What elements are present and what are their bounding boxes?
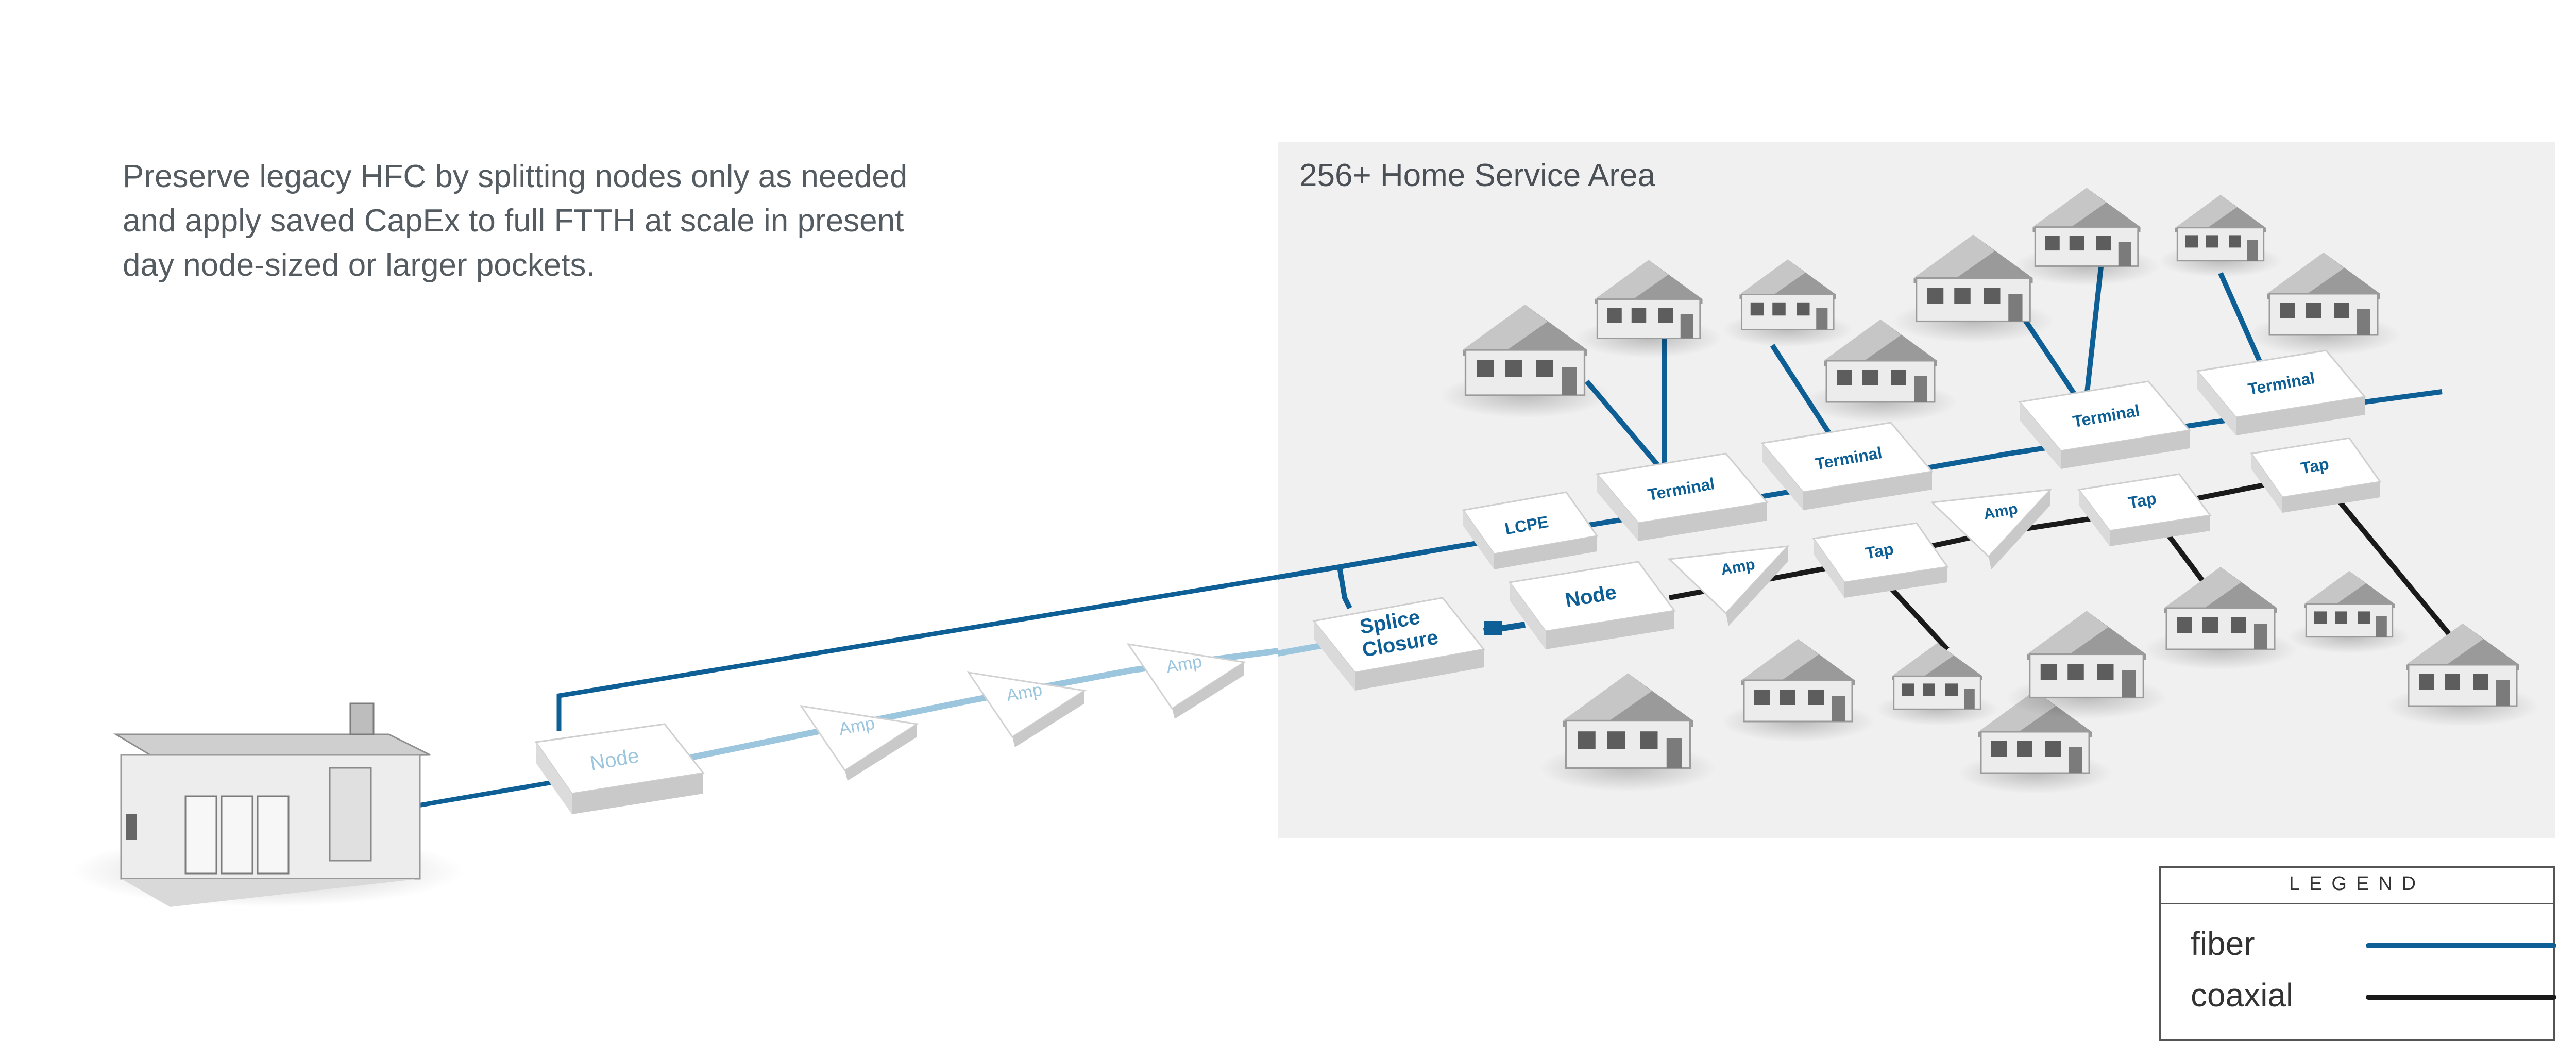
terminal-4[interactable]: Terminal xyxy=(2196,349,2366,435)
diagram-caption: Preserve legacy HFC by splitting nodes o… xyxy=(123,155,998,288)
coax-drop-a xyxy=(1884,580,1950,651)
house-icon xyxy=(2142,566,2299,671)
terminal-3[interactable]: Terminal xyxy=(2018,380,2191,469)
legend-item-coaxial: coaxial xyxy=(2191,976,2556,1017)
legend-title: LEGEND xyxy=(2289,873,2426,895)
amp-inside-1[interactable]: Amp xyxy=(1667,545,1790,626)
house-icon xyxy=(1720,638,1876,743)
house-icon xyxy=(1721,259,1854,348)
house-icon xyxy=(1439,304,1611,419)
amp-outside-3[interactable]: Amp xyxy=(1126,643,1247,719)
house-icon xyxy=(1574,259,1723,359)
amp-outside-1[interactable]: Amp xyxy=(799,704,920,781)
tap-1[interactable]: Tap xyxy=(1812,522,1949,598)
legend-item-fiber: fiber xyxy=(2191,925,2556,966)
amp-inside-2[interactable]: Amp xyxy=(1930,489,2053,569)
tap-3[interactable]: Tap xyxy=(2250,437,2382,513)
house-icon xyxy=(2012,187,2161,287)
terminal-1[interactable]: Terminal xyxy=(1596,452,1769,541)
splice-closure[interactable]: Splice Closure xyxy=(1312,597,1485,691)
node-inside[interactable]: Node xyxy=(1508,561,1676,649)
house-icon xyxy=(2004,610,2169,720)
house-icon xyxy=(1538,672,1718,793)
house-icon xyxy=(2158,194,2283,278)
fiber-connector xyxy=(1484,621,1502,635)
headend-building-icon xyxy=(72,702,464,907)
coax-drop-c xyxy=(2332,493,2460,646)
legend-label-coaxial: coaxial xyxy=(2191,977,2294,1014)
caption-line-2: and apply saved CapEx to full FTTH at sc… xyxy=(123,203,904,239)
house-icon xyxy=(1891,233,2056,344)
caption-line-3: day node-sized or larger pockets. xyxy=(123,247,595,283)
fiber-link-headend-to-node xyxy=(412,778,562,809)
service-area-title: 256+ Home Service Area xyxy=(1299,158,1655,193)
fiber-drop-c xyxy=(1770,344,1832,434)
fiber-drop-f xyxy=(2218,272,2264,367)
caption-line-1: Preserve legacy HFC by splitting nodes o… xyxy=(123,159,908,194)
amp-outside-2[interactable]: Amp xyxy=(967,671,1087,747)
house-icon xyxy=(2286,570,2412,654)
house-icon xyxy=(1874,642,2000,727)
node-outside[interactable]: Node xyxy=(534,723,705,814)
legend-label-fiber: fiber xyxy=(2191,925,2255,962)
legend: LEGEND fiber coaxial xyxy=(2159,866,2556,1041)
lcpe[interactable]: LCPE xyxy=(1462,491,1599,569)
legend-divider xyxy=(2161,903,2553,904)
tap-2[interactable]: Tap xyxy=(2077,473,2212,546)
fiber-backbone-to-splice xyxy=(1337,566,1352,610)
legend-swatch-fiber xyxy=(2366,943,2556,948)
legend-swatch-coaxial xyxy=(2366,995,2556,1000)
terminal-2[interactable]: Terminal xyxy=(1760,422,1934,510)
